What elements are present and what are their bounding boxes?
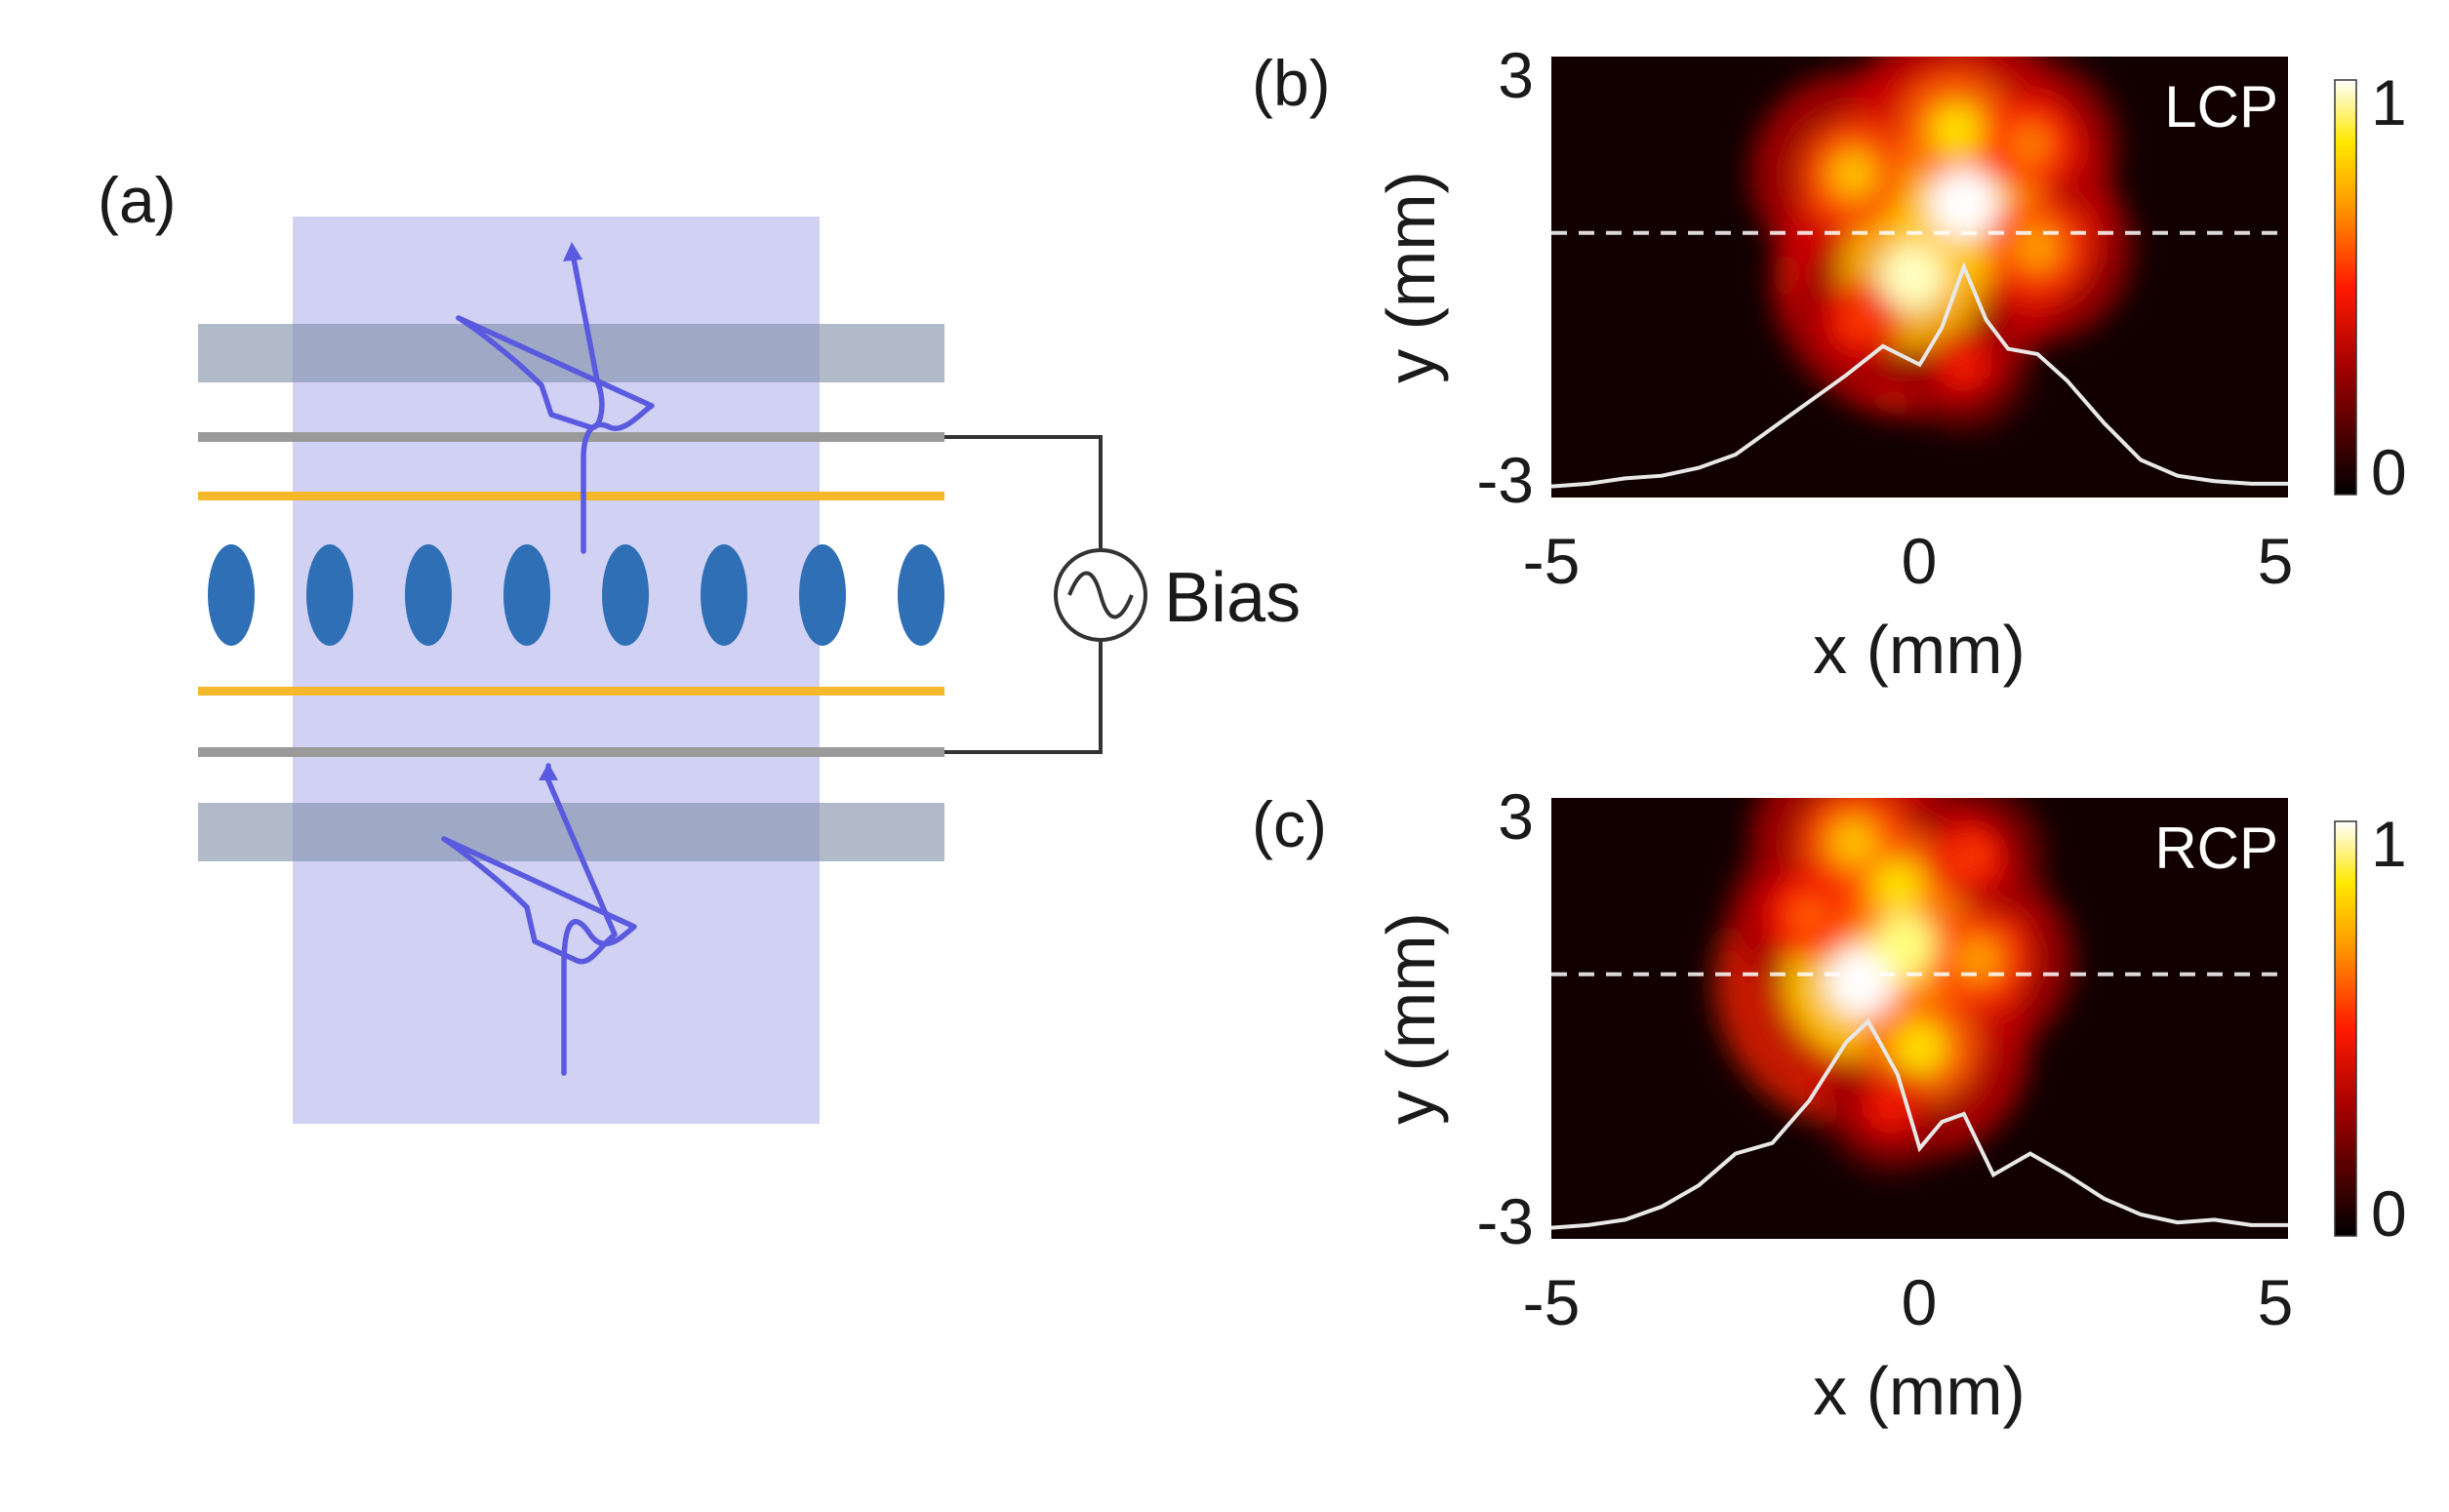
bottom-electrode	[198, 747, 944, 757]
lcp-polarization-label: LCP	[2164, 74, 2278, 139]
y-tick-max: 3	[1498, 39, 1534, 111]
lc-molecule	[405, 544, 452, 646]
lc-molecule	[898, 544, 944, 646]
incident-wave-arrow-icon	[441, 777, 637, 1076]
lc-molecule	[306, 544, 353, 646]
incident-arrowhead-icon	[539, 763, 558, 780]
transmitted-arrowhead-icon	[563, 242, 582, 261]
x-tick-max: 5	[2258, 525, 2294, 597]
top-alignment-layer	[198, 492, 944, 500]
y-tick-min: -3	[1476, 444, 1534, 516]
lcp-colorbar	[2334, 79, 2357, 496]
bias-label: Bias	[1164, 559, 1301, 637]
x-tick-mid: 0	[1902, 525, 1938, 597]
colorbar-tick-min: 0	[2371, 436, 2407, 508]
lc-molecule	[503, 544, 550, 646]
panel-b-lcp-heatmap: (b) LCP 3 -3 -5 0 5 x (mm) y (mm) 1 0	[1252, 39, 2407, 688]
x-tick-min: -5	[1523, 1266, 1581, 1338]
panel-a-label: (a)	[98, 164, 177, 236]
lc-molecule	[208, 544, 255, 646]
y-axis-label: y (mm)	[1373, 171, 1449, 383]
rcp-hotspot	[1874, 1091, 1907, 1123]
rcp-intensity-map	[1714, 798, 2074, 1173]
lcp-hotspot	[2014, 224, 2061, 271]
colorbar-tick-max: 1	[2371, 808, 2407, 880]
top-electrode	[198, 432, 944, 442]
lcp-intensity-map	[1750, 57, 2133, 431]
panel-c-rcp-heatmap: (c) RCP 3 -3 -5 0 5 x (mm) y (mm) 1 0	[1252, 780, 2407, 1429]
rcp-hotspot	[1955, 936, 2002, 983]
x-tick-mid: 0	[1902, 1266, 1938, 1338]
rcp-intensity-profile	[1551, 1017, 2288, 1230]
x-axis-label: x (mm)	[1813, 612, 2026, 688]
bottom-alignment-layer	[198, 687, 944, 696]
panel-a-device-schematic: (a) Bias	[98, 164, 1301, 1124]
top-glass-substrate	[198, 324, 944, 382]
lc-molecule	[602, 544, 649, 646]
panel-b-label: (b)	[1252, 47, 1331, 119]
panel-c-label: (c)	[1252, 788, 1327, 860]
lcp-hotspot	[1878, 243, 1947, 311]
lcp-hotspot	[1928, 168, 1999, 239]
rcp-hotspot	[1893, 1021, 1947, 1075]
rcp-hotspot	[1873, 913, 1937, 977]
y-tick-min: -3	[1476, 1185, 1534, 1257]
bottom-bias-wire	[944, 641, 1103, 754]
lcp-hotspot	[1843, 303, 1879, 339]
colorbar-tick-min: 0	[2371, 1177, 2407, 1250]
y-axis-label: y (mm)	[1373, 912, 1449, 1125]
lcp-hotspot	[1930, 103, 1984, 157]
x-axis-label: x (mm)	[1813, 1353, 2026, 1429]
x-tick-max: 5	[2258, 1266, 2294, 1338]
rcp-hotspot	[1870, 859, 1924, 913]
lcp-intensity-profile	[1551, 261, 2288, 489]
lcp-hotspot	[1828, 149, 1878, 199]
x-tick-min: -5	[1523, 525, 1581, 597]
y-tick-max: 3	[1498, 780, 1534, 853]
lcp-hotspot	[2009, 123, 2052, 166]
lc-molecule	[701, 544, 747, 646]
liquid-crystal-layer	[208, 544, 944, 646]
lc-molecule	[799, 544, 846, 646]
colorbar-tick-max: 1	[2371, 66, 2407, 139]
rcp-colorbar	[2334, 820, 2357, 1237]
rcp-hotspot	[1828, 817, 1878, 867]
rcp-hotspot	[1953, 839, 1989, 875]
rcp-polarization-label: RCP	[2154, 816, 2278, 881]
lcp-hotspot	[1947, 349, 1981, 381]
rcp-hotspot	[1826, 946, 1897, 1017]
transmitted-wave-arrow-icon	[456, 256, 655, 554]
ac-source-icon	[1054, 548, 1147, 642]
rcp-hotspot	[1789, 895, 1829, 935]
top-bias-wire	[944, 435, 1103, 548]
